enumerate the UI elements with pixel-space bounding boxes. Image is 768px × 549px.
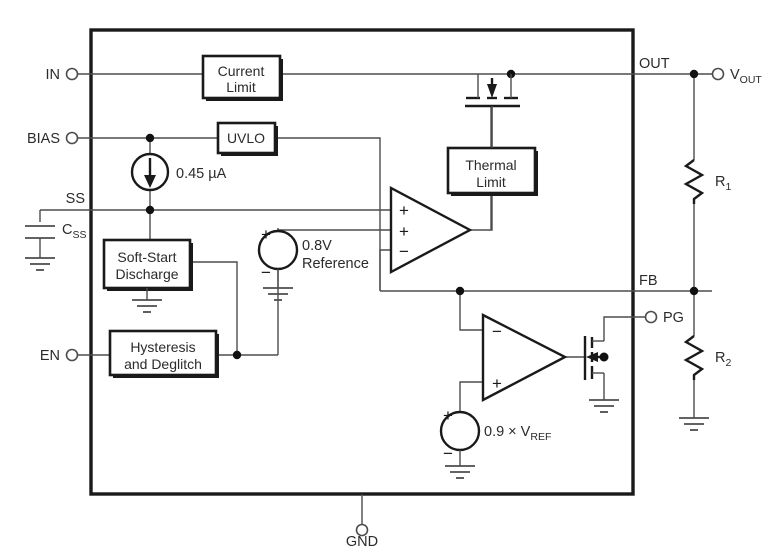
pg-nmos-transistor — [583, 336, 619, 413]
soft-start-label-2: Discharge — [115, 266, 178, 282]
hysteresis-label-2: and Deglitch — [124, 356, 202, 372]
error-amp-triangle — [389, 186, 473, 274]
block-uvlo[interactable]: UVLO — [216, 121, 278, 156]
junction-layer — [145, 69, 699, 362]
wire-fb-to-comparator — [459, 291, 483, 331]
pg-threshold-minus-sign: − — [443, 444, 453, 463]
pin-label-layer: IN BIAS SS EN OUT FB PG GND — [27, 56, 684, 549]
pin-layer — [65, 67, 725, 537]
pin-label-bias: BIAS — [27, 131, 60, 147]
ground-symbol-softstart — [132, 299, 162, 313]
pin-label-en: EN — [40, 348, 60, 364]
current-limit-label-2: Limit — [226, 79, 256, 95]
r2-zigzag — [683, 335, 705, 380]
reference-label-2: Reference — [302, 256, 369, 272]
block-hysteresis-deglitch[interactable]: Hysteresis and Deglitch — [108, 329, 219, 378]
reference-plus-sign: + — [261, 225, 271, 244]
pin-label-fb: FB — [639, 273, 658, 289]
r1-label: R1 — [715, 174, 731, 193]
ground-symbol-divider — [679, 417, 709, 431]
hysteresis-label-1: Hysteresis — [130, 339, 195, 355]
external-resistor-r1: R1 — [683, 159, 731, 204]
pin-bias-terminal[interactable] — [65, 131, 79, 145]
junction-vout — [689, 69, 699, 79]
reference-minus-sign: − — [261, 263, 271, 282]
pin-in-terminal[interactable] — [65, 67, 79, 81]
voltage-source-reference: + − 0.8V Reference — [257, 225, 369, 301]
junction-pgfet — [599, 352, 609, 362]
error-amp-input-3-sign: − — [399, 242, 409, 261]
r2-label: R2 — [715, 350, 731, 369]
junction-ss — [145, 205, 155, 215]
css-label: CSS — [62, 222, 87, 241]
thermal-limit-label-2: Limit — [476, 174, 506, 190]
soft-start-label-1: Soft-Start — [117, 249, 176, 265]
block-thermal-limit[interactable]: Thermal Limit — [446, 146, 538, 196]
wire-pgref-to-comparator — [459, 381, 483, 412]
error-amp-input-2-sign: + — [399, 222, 409, 241]
junction-bias — [145, 133, 155, 143]
junction-fb — [689, 286, 699, 296]
pin-label-gnd: GND — [346, 534, 378, 549]
wire-fb-to-erroramp-minus — [379, 249, 391, 291]
current-limit-box — [201, 54, 282, 100]
pg-comparator-minus-sign: − — [492, 322, 502, 341]
pass-transistor-pmos — [465, 74, 520, 148]
external-resistor-r2: R2 — [683, 335, 731, 380]
reference-label-1: 0.8V — [302, 238, 332, 254]
uvlo-box — [216, 121, 277, 155]
wire-pgfet-to-pg — [603, 316, 645, 341]
pg-comparator: − + — [481, 313, 568, 402]
pg-threshold-label: 0.9 × VREF — [484, 424, 551, 443]
voltage-source-pg-threshold: + − 0.9 × VREF — [439, 406, 551, 479]
external-capacitor-css: CSS — [25, 222, 87, 271]
pin-en-terminal[interactable] — [65, 348, 79, 362]
block-soft-start-discharge[interactable]: Soft-Start Discharge — [102, 238, 193, 313]
current-source-arrow-head — [144, 175, 156, 188]
pin-pg-terminal[interactable] — [644, 310, 658, 324]
r1-zigzag — [683, 159, 705, 204]
pg-threshold-plus-sign: + — [443, 406, 453, 425]
junction-en — [232, 350, 242, 360]
wire-reference-to-erroramp — [277, 229, 391, 231]
uvlo-label: UVLO — [227, 130, 265, 146]
ground-symbol-reference — [263, 287, 293, 301]
vout-label: VOUT — [730, 67, 762, 86]
pin-vout-terminal[interactable] — [711, 67, 725, 81]
current-source-label: 0.45 µA — [176, 166, 227, 182]
wire-hyst-to-softstart — [190, 261, 238, 355]
pin-gnd-terminal[interactable] — [355, 523, 369, 537]
pin-label-pg: PG — [663, 310, 684, 326]
pin-label-ss: SS — [66, 191, 85, 207]
thermal-limit-box — [446, 146, 537, 195]
block-current-limit[interactable]: Current Limit — [201, 54, 283, 101]
error-amp-input-1-sign: + — [399, 201, 409, 220]
ground-symbol-pg-nmos — [589, 399, 619, 413]
ground-symbol-css — [25, 257, 55, 271]
pg-nmos-body-arrow-head — [586, 352, 598, 362]
current-limit-label-1: Current — [218, 63, 265, 79]
junction-fb-tap — [455, 286, 465, 296]
pg-comparator-plus-sign: + — [492, 374, 502, 393]
current-source-bias: 0.45 µA — [130, 152, 227, 192]
wire-layer — [39, 73, 712, 524]
pin-label-in: IN — [46, 67, 61, 83]
pass-body-arrow-head — [487, 84, 497, 98]
pg-comparator-triangle — [481, 313, 568, 402]
error-amplifier: + + − — [389, 186, 473, 274]
wire-uvlo-out — [275, 137, 381, 290]
ground-symbol-pg-threshold — [445, 465, 475, 479]
hysteresis-box — [108, 329, 218, 377]
pin-label-out: OUT — [639, 56, 670, 72]
thermal-limit-label-1: Thermal — [465, 157, 516, 173]
